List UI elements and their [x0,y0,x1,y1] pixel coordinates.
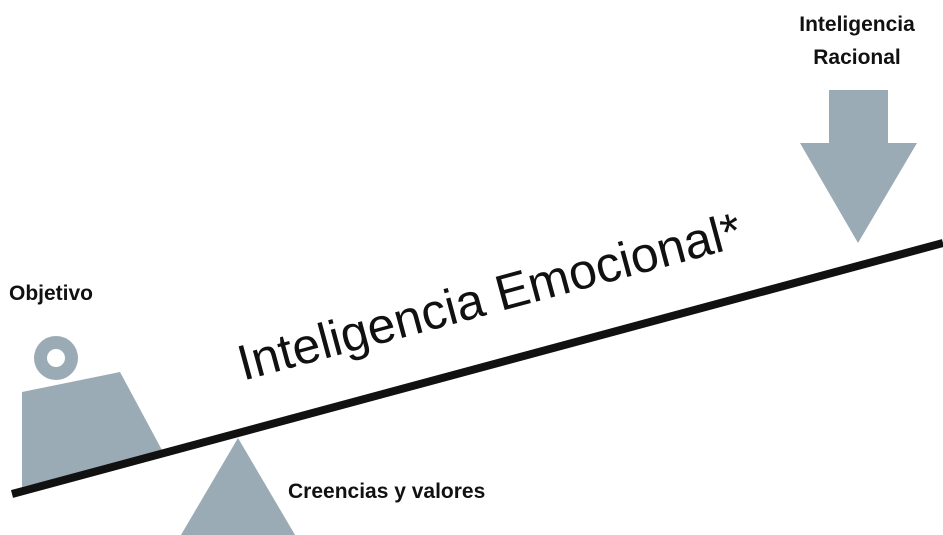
rational-label-line2: Racional [813,46,901,69]
weight-icon [22,336,163,487]
fulcrum-triangle-icon [180,438,296,535]
fulcrum-label: Creencias y valores [288,480,485,503]
objective-label: Objetivo [9,282,93,305]
beam-line [10,239,943,498]
down-arrow-icon [800,90,917,243]
rational-label-line1: Inteligencia [799,13,915,36]
